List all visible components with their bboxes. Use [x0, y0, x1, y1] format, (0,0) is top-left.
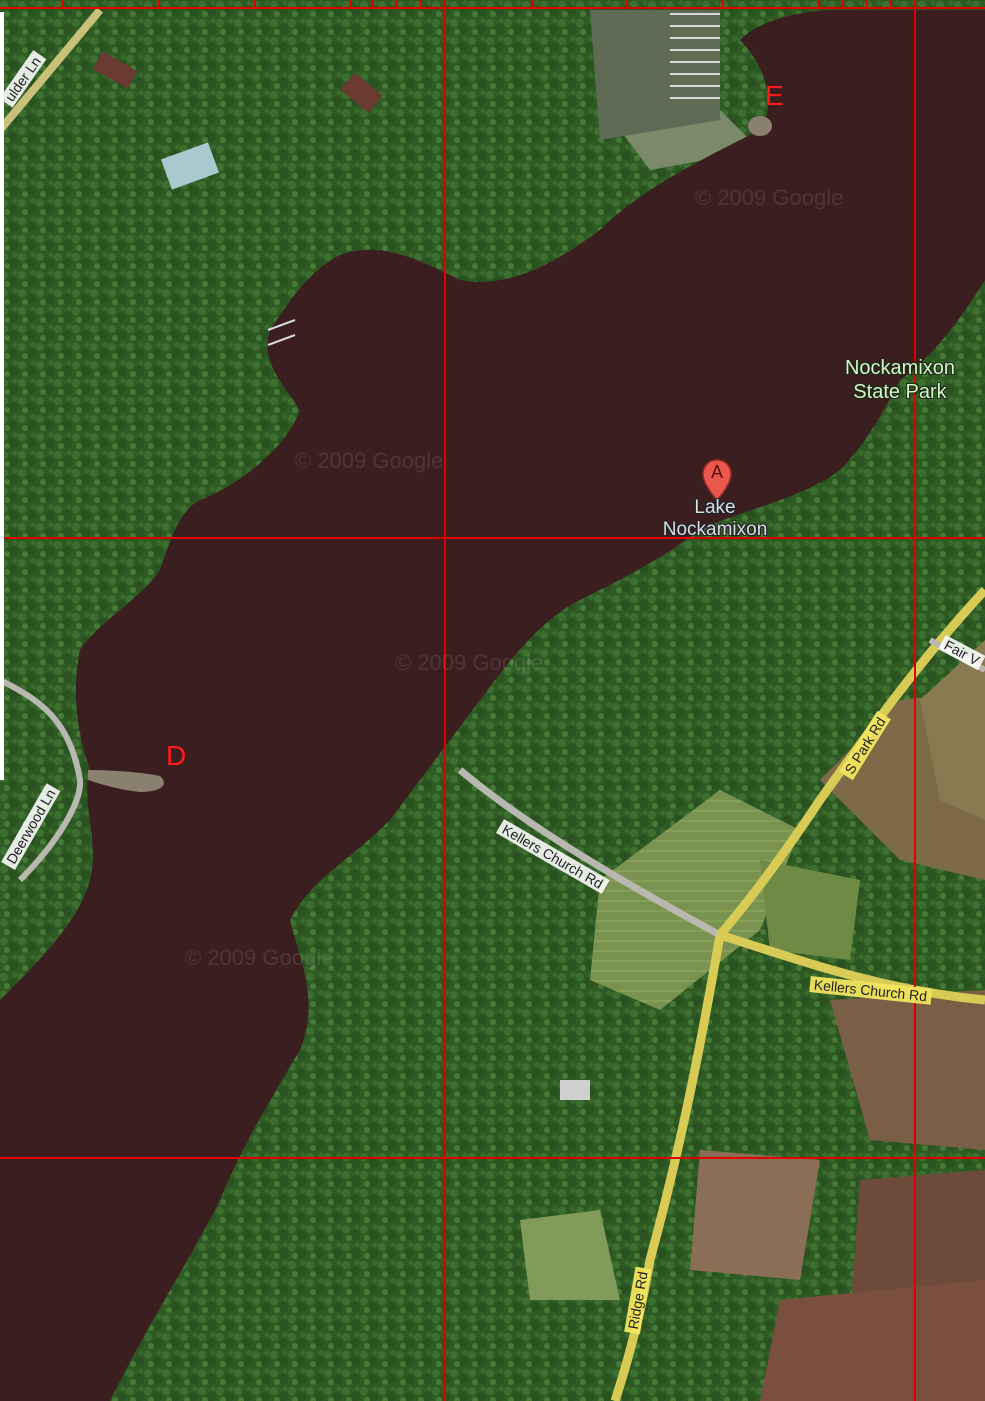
lake-label-line1: Lake — [694, 497, 736, 518]
marina-docks — [267, 13, 720, 346]
marker-letter: A — [710, 462, 723, 482]
road-deerwood-ln — [0, 677, 84, 883]
lake-label[interactable]: Lake Nockamixon — [635, 497, 795, 541]
watermark: © 2009 Google — [395, 650, 544, 675]
park-label-line2: State Park — [853, 381, 947, 403]
lake-label-line2: Nockamixon — [662, 519, 768, 540]
road-s-park — [716, 586, 985, 938]
ruler-ticks — [62, 0, 892, 8]
watermark: © 2009 Google — [295, 448, 444, 473]
watermark: © 2009 Google — [695, 185, 844, 210]
map-pin-icon — [702, 459, 732, 502]
farm-fields — [520, 10, 985, 1401]
left-edge-strip — [0, 12, 4, 780]
park-label-line1: Nockamixon — [844, 357, 956, 379]
road-boulder-ln — [0, 7, 104, 133]
point-d-peninsula — [88, 770, 164, 792]
road-kellers-church-minor — [457, 767, 722, 939]
park-label[interactable]: Nockamixon State Park — [822, 356, 978, 404]
road-kellers-church-major — [718, 930, 985, 1005]
point-d-label: D — [166, 740, 187, 771]
point-e-label: E — [765, 80, 784, 111]
point-e-peninsula — [748, 116, 772, 136]
lake-nockamixon — [0, 10, 985, 1401]
road-ridge — [610, 934, 725, 1401]
watermark: © 2009 Google — [185, 945, 334, 970]
